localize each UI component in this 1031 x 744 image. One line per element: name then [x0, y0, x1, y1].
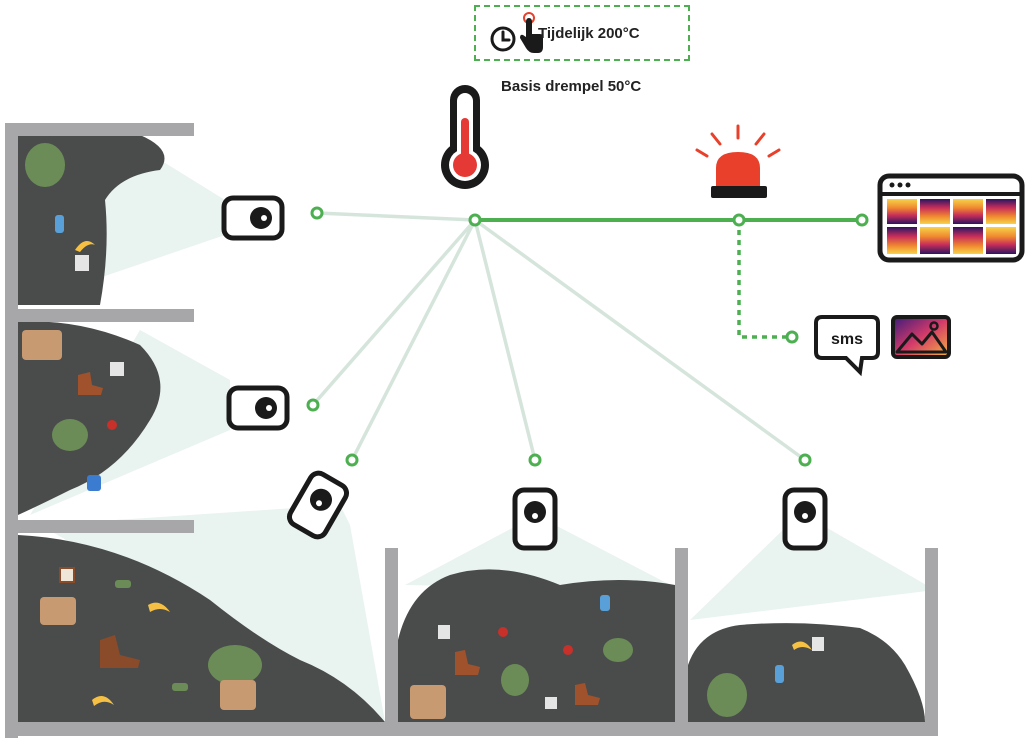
browser-window-icon [877, 173, 1025, 263]
thermal-image-icon [891, 315, 951, 359]
temporary-threshold-box: Tijdelijk 200°C [474, 5, 690, 61]
node-camera-3 [345, 453, 359, 467]
clock-icon [490, 26, 516, 52]
node-alarm [732, 213, 746, 227]
banana-peel [148, 602, 170, 612]
sms-bubble-icon: sms [814, 315, 880, 377]
old-boot [575, 683, 600, 705]
bunker-walls [5, 123, 938, 738]
cardboard-box [410, 685, 446, 719]
divider-wall-2 [675, 548, 688, 736]
thermal-camera-icon [221, 195, 285, 241]
waste-pile-bunker-5 [688, 623, 925, 722]
paper-cup [75, 255, 89, 271]
banana-peel [92, 696, 114, 706]
paper-cup [438, 625, 450, 639]
plastic-bottle [600, 595, 610, 611]
temporary-threshold-icons [490, 12, 543, 53]
left-wall [5, 123, 18, 738]
node-dashboard [855, 213, 869, 227]
node-sms [785, 330, 799, 344]
trash-bag [501, 664, 529, 696]
cardboard-box [220, 680, 256, 710]
siren-icon [695, 124, 781, 198]
node-camera-1 [310, 206, 324, 220]
trash-bag [52, 419, 88, 451]
old-boot [78, 372, 103, 395]
glass-bottle [115, 580, 131, 588]
node-camera-2 [306, 398, 320, 412]
thermal-tile [953, 199, 983, 224]
cardboard-box [22, 330, 62, 360]
trash-bag [25, 143, 65, 187]
thermal-tile [920, 199, 950, 224]
waste-pile-bunker-3 [18, 535, 385, 722]
can-lid [498, 627, 508, 637]
hand-pointer-icon [520, 12, 543, 53]
thermal-camera-icon [512, 487, 558, 551]
node-hub [468, 213, 482, 227]
trash-bag [208, 645, 262, 685]
banana-peel [75, 241, 95, 252]
link-camera-5 [473, 218, 807, 462]
shelf-lower [5, 520, 194, 533]
paper-cup [545, 697, 557, 709]
thermal-camera-icon [782, 487, 828, 551]
link-camera-1 [315, 211, 477, 222]
base-threshold-label: Basis drempel 50°C [501, 78, 642, 95]
thermal-tile [920, 227, 950, 254]
banana-peel [792, 641, 812, 650]
link-camera-3 [350, 218, 477, 462]
link-alarm-sms [737, 220, 792, 339]
paper-cup [110, 362, 124, 376]
thermal-tile [953, 227, 983, 254]
trash-bag [603, 638, 633, 662]
thermal-tile [887, 199, 917, 224]
soda-can [87, 475, 101, 491]
waste-pile-bunker-2 [18, 321, 161, 515]
shelf-middle [5, 309, 194, 322]
can-lid [107, 420, 117, 430]
paper-cup [812, 637, 824, 651]
divider-wall-1 [385, 548, 398, 736]
network-nodes [306, 206, 869, 467]
plastic-bottle [55, 215, 64, 233]
node-camera-5 [798, 453, 812, 467]
waste-debris [22, 143, 824, 719]
sms-label: sms [831, 331, 863, 348]
thermal-tile [986, 227, 1016, 254]
thermal-camera-icon [286, 470, 350, 540]
link-camera-2 [311, 218, 477, 407]
small-box [59, 567, 75, 583]
thermal-camera-icon [226, 385, 290, 431]
thermal-tile [986, 199, 1016, 224]
plastic-bottle [775, 665, 784, 683]
old-boot [100, 635, 140, 668]
thermometer-icon [441, 85, 489, 189]
bottom-floor [5, 722, 938, 736]
trash-bag [707, 673, 747, 717]
can-lid [563, 645, 573, 655]
cardboard-box [40, 597, 76, 625]
right-wall [925, 548, 938, 736]
shelf-top [5, 123, 194, 136]
node-camera-4 [528, 453, 542, 467]
link-camera-4 [473, 218, 537, 462]
temporary-threshold-label: Tijdelijk 200°C [538, 25, 640, 42]
network-lines [311, 211, 807, 462]
view-cone-5 [690, 525, 935, 620]
thermal-tile [887, 227, 917, 254]
glass-bottle [172, 683, 188, 691]
old-boot [455, 650, 480, 675]
